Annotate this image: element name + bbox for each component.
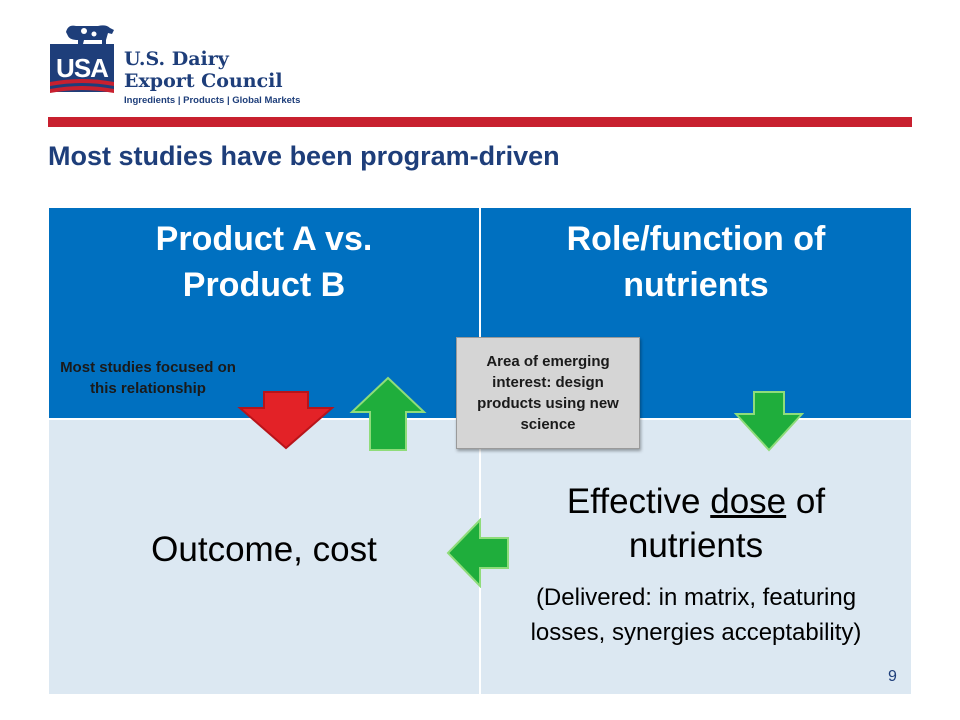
cell-effective-dose: Effective dose of nutrients (Delivered: … xyxy=(481,420,911,694)
cell-nutrient-role: Role/function of nutrients xyxy=(481,208,911,418)
cell-product-comparison-label: Product A vs. Product B xyxy=(155,220,373,304)
header-divider xyxy=(48,117,912,127)
center-annotation-box: Area of emerging interest: design produc… xyxy=(456,337,640,449)
green-up-arrow-icon xyxy=(349,376,427,451)
cell-effective-dose-detail: (Delivered: in matrix, featuring losses,… xyxy=(530,584,862,646)
cell-outcome: Outcome, cost xyxy=(49,420,479,694)
cell-outcome-label: Outcome, cost xyxy=(151,530,377,569)
usdec-logo: USA U.S. Dairy Export Council Ingredient… xyxy=(44,18,304,110)
logo-name-line2: Export Council xyxy=(124,70,283,92)
green-left-arrow-icon xyxy=(446,518,509,588)
flag-stripes-icon xyxy=(50,79,114,93)
concept-grid: Product A vs. Product B Role/function of… xyxy=(49,208,911,694)
dose-text-post: of nutrients xyxy=(628,482,826,565)
logo-name-line1: U.S. Dairy xyxy=(124,48,229,70)
dose-text-underlined: dose xyxy=(710,482,787,521)
cell-product-comparison: Product A vs. Product B xyxy=(49,208,479,418)
green-down-arrow-icon xyxy=(734,391,804,452)
logo-tagline: Ingredients | Products | Global Markets xyxy=(124,95,301,106)
left-annotation: Most studies focused on this relationshi… xyxy=(60,359,236,397)
center-annotation-text: Area of emerging interest: design produc… xyxy=(477,353,619,433)
page-number: 9 xyxy=(888,668,897,685)
red-down-arrow-icon xyxy=(237,391,335,450)
page-title: Most studies have been program-driven xyxy=(48,141,560,171)
cow-icon xyxy=(66,25,114,48)
dose-text-pre: Effective xyxy=(566,482,711,521)
cell-effective-dose-label: Effective dose of nutrients xyxy=(481,480,911,568)
cell-nutrient-role-label: Role/function of nutrients xyxy=(566,220,826,304)
